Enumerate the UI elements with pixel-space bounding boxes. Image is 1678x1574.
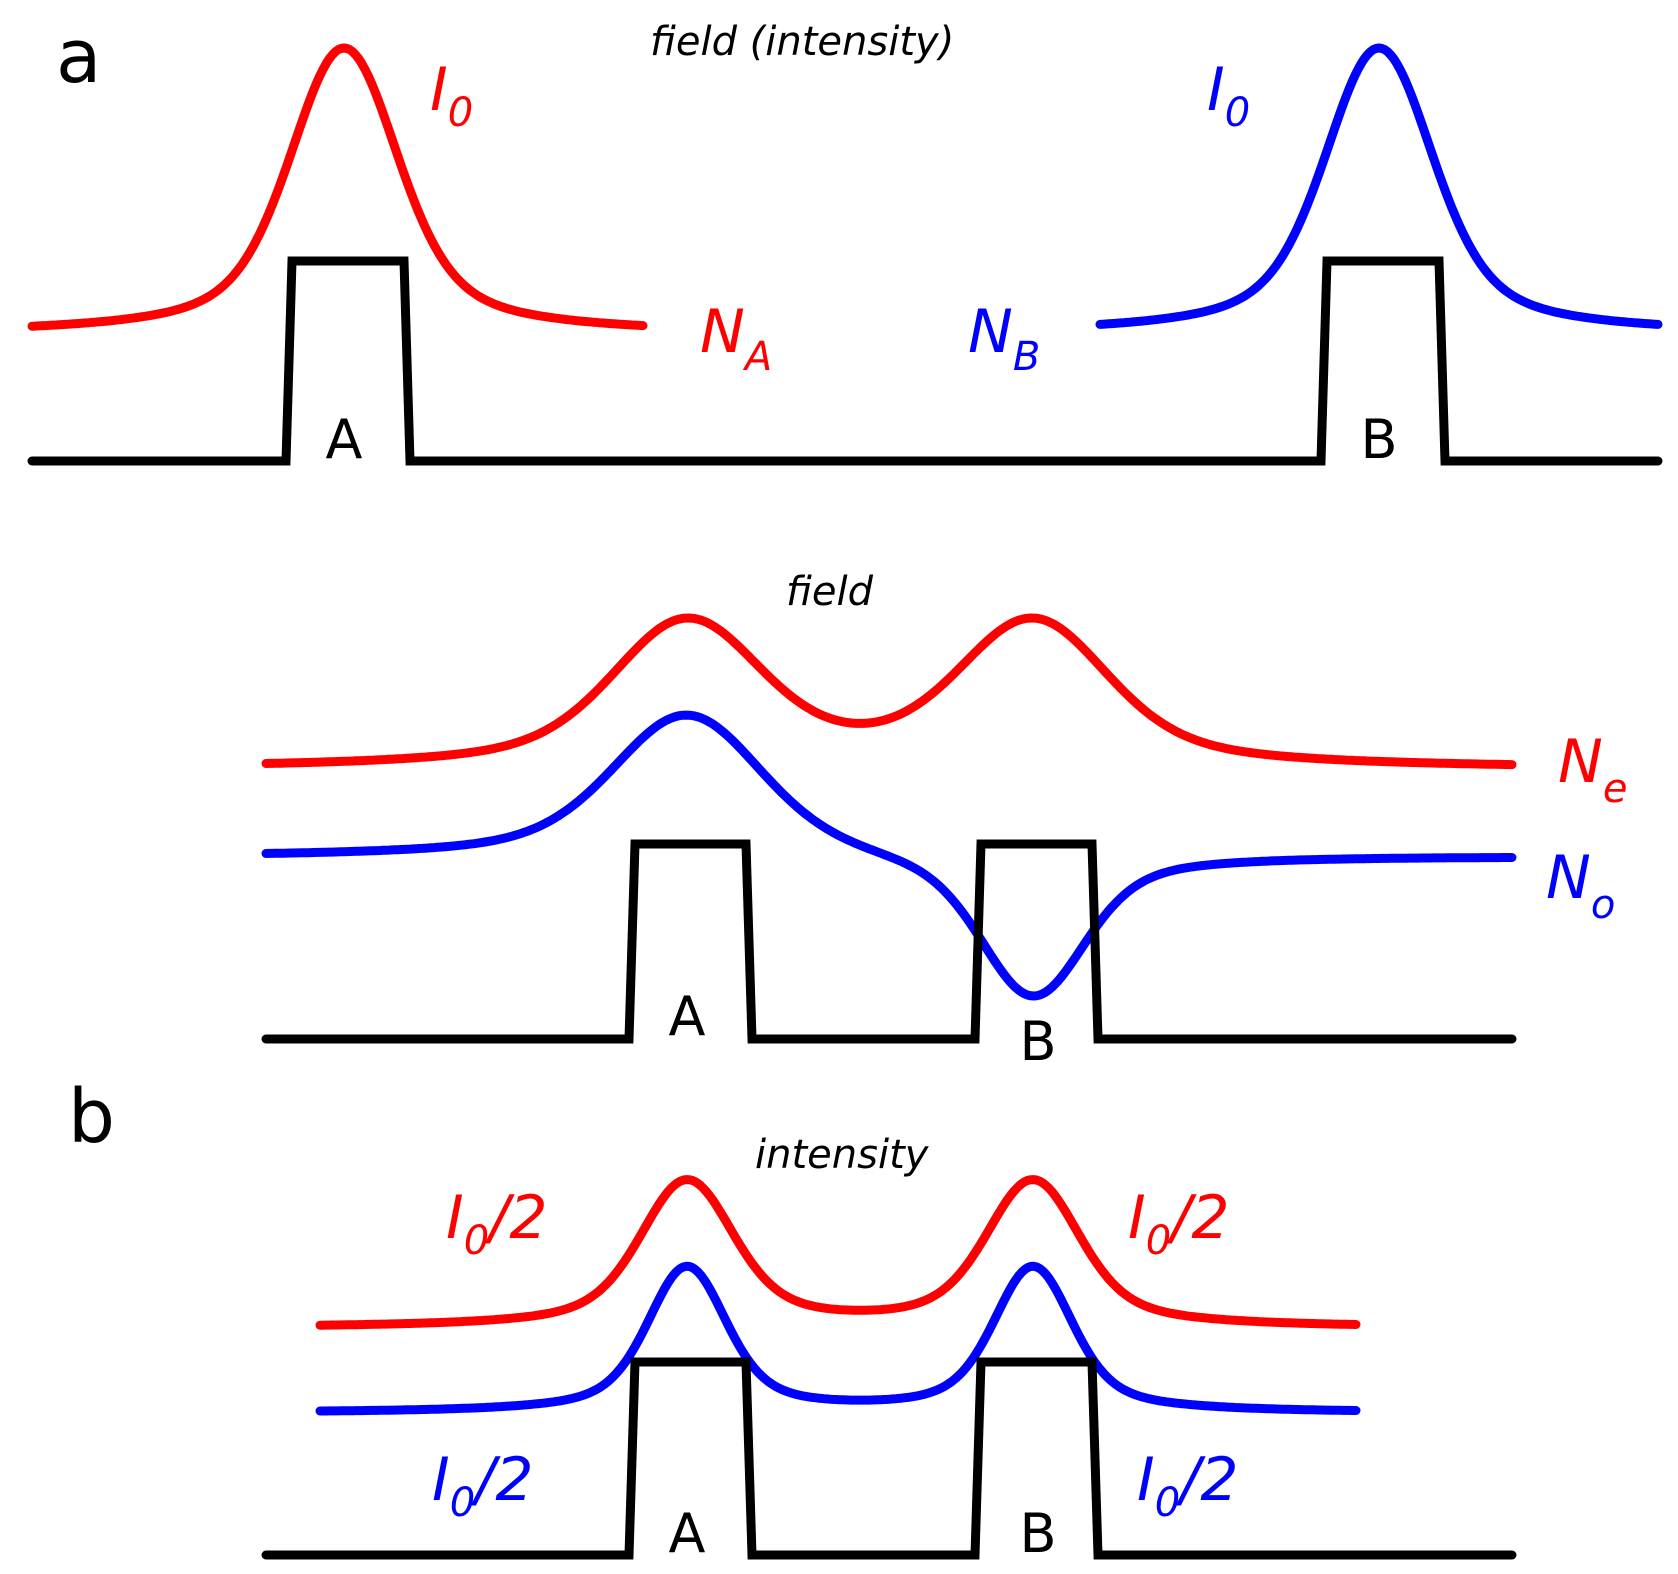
panel-field-guide-b-label: B [1019, 1010, 1056, 1073]
panel-a-guide-b-label: B [1360, 408, 1397, 471]
odd-mode-intensity-curve [315, 1261, 1361, 1416]
blue-right-half-intensity-label: I0/2 [1137, 1445, 1239, 1526]
panel-b: b intensity I0/2 I0/2 I0/2 I0/2 A B [68, 1074, 1517, 1565]
panel-field-caption: field [786, 569, 874, 615]
panel-b-waveguide-profile [261, 1357, 1517, 1560]
panel-b-guide-a-label: A [669, 1502, 706, 1565]
panel-a: a field (intensity) I0 I0 NA NB A B [27, 14, 1663, 471]
red-left-half-intensity-label: I0/2 [446, 1183, 548, 1264]
panel-b-caption: intensity [755, 1132, 930, 1178]
panel-field-guide-a-label: A [669, 985, 706, 1048]
panel-a-waveguide-profile [27, 256, 1663, 466]
panel-a-letter: a [56, 14, 101, 100]
blue-left-half-intensity-label: I0/2 [432, 1445, 534, 1526]
panel-b-guide-b-label: B [1019, 1502, 1056, 1565]
panel-a-guide-a-label: A [326, 408, 363, 471]
panel-field-waveguide-profile [261, 839, 1517, 1044]
even-mode-intensity-curve [315, 1175, 1361, 1330]
panel-a-caption: field (intensity) [650, 19, 954, 65]
waveguide-a-mode-curve [27, 43, 648, 331]
panel-field: field Ne No A B [261, 569, 1628, 1073]
odd-mode-label: No [1546, 843, 1615, 928]
even-mode-label: Ne [1558, 727, 1628, 812]
waveguide-b-mode-curve [1095, 43, 1663, 329]
mode-nb-label: NB [968, 297, 1040, 380]
panel-b-letter: b [68, 1074, 115, 1160]
panel-a-left-intensity-label: I0 [430, 55, 473, 136]
odd-mode-curve [261, 710, 1517, 1001]
panel-a-right-intensity-label: I0 [1207, 55, 1250, 136]
even-mode-curve [261, 613, 1517, 770]
mode-na-label: NA [700, 297, 772, 380]
red-right-half-intensity-label: I0/2 [1128, 1183, 1230, 1264]
